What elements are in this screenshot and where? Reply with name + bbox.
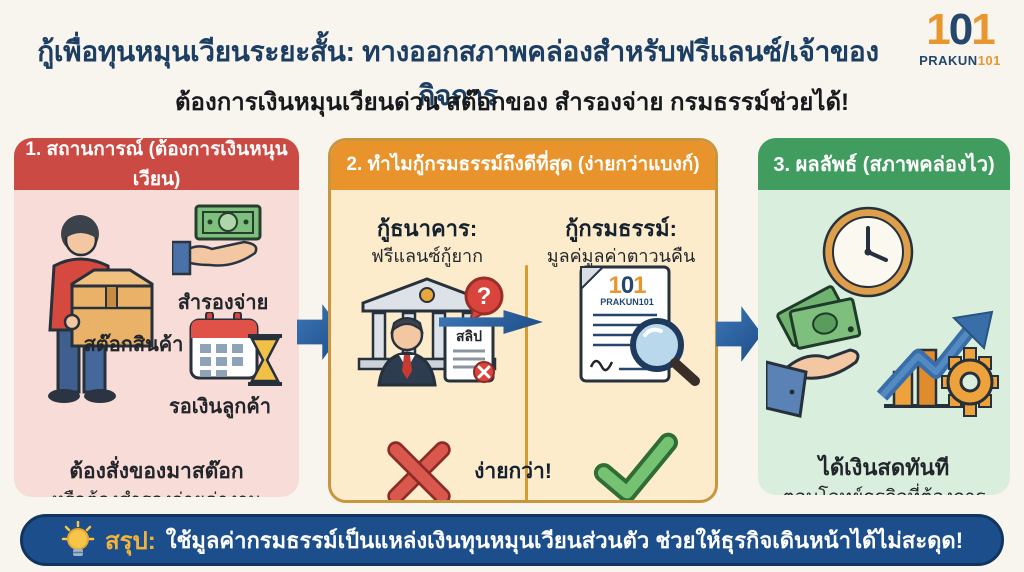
label-stock-goods: สต๊อกสินค้า [83,334,184,356]
panel-why-policy-loan: 2. ทำไมกู้กรมธรรม์ถึงดีที่สุด (ง่ายกว่าแ… [328,138,718,503]
gear-icon [941,347,999,417]
summary-text: ใช้มูลค่ากรมธรรม์เป็นแหล่งเงินทุนหมุนเวี… [165,527,964,553]
cash-in-hand-icon [172,204,262,276]
panel-situation: 1. สถานการณ์ (ต้องการเงินหนุนเวียน) [14,138,299,497]
bank-loan-subtitle: ฟรีแลนซ์กู้ยาก [370,246,484,266]
svg-text:101: 101 [608,272,646,299]
policy-document-icon: 101 PRAKUN101 [579,265,700,386]
policy-pro-line1: ไม่ดูสลิป ไม่ดู Statement [527,501,715,503]
panel-result: 3. ผลลัพธ์ (สภาพคล่องไว) [758,138,1010,495]
result-caption-line1: ตอบโจทย์ธุรกิจที่ต้องการ [758,485,1010,495]
policy-loan-title: กู้กรมธรรม์: [565,216,677,241]
panel-result-header: 3. ผลลัพธ์ (สภาพคล่องไว) [758,138,1010,190]
bank-con-caption: ฟรีแลนซ์กู้ยาก ไม่มีสลิปเงินเดือน [331,501,523,503]
bank-loan-title: กู้ธนาคาร: [376,216,478,241]
bank-rejection-icon: สลิป ? [357,276,504,387]
situation-caption: ต้องสั่งของมาสต๊อก หรือต้องสำรองจ่ายค่าง… [14,455,299,497]
summary-label: สรุป: [104,527,156,555]
flow-arrow-2-icon [716,306,762,362]
bank-con-line1: ฟรีแลนซ์กู้ยาก [331,501,523,503]
logo-digits: 101 [926,5,995,54]
situation-caption-line1: หรือต้องสำรองจ่ายค่างาน [14,488,299,497]
column-divider [525,265,528,500]
panel-result-body: ได้เงินสดทันที ตอบโจทย์ธุรกิจที่ต้องการ … [758,190,1010,495]
panel-situation-header: 1. สถานการณ์ (ต้องการเงินหนุนเวียน) [14,138,299,190]
svg-text:สลิป: สลิป [456,328,482,344]
lightbulb-icon [61,521,95,556]
easier-label: ง่ายกว่า! [474,460,552,483]
svg-text:?: ? [477,283,492,310]
policy-pro-caption: ไม่ดูสลิป ไม่ดู Statement ดูแค่มูลค่าเวน… [527,501,715,503]
red-cross-icon [387,441,451,500]
panel-why-header: 2. ทำไมกู้กรมธรรม์ถึงดีที่สุด (ง่ายกว่าแ… [331,141,715,190]
page-title: กู้เพื่อทุนหมุนเวียนระยะสั้น: ทางออกสภาพ… [37,36,879,111]
summary-bar: สรุป: ใช้มูลค่ากรมธรรม์เป็นแหล่งเงินทุนห… [20,514,1004,566]
policy-loan-subtitle: มูลค่มูลค่าตาวนคืน [546,246,696,266]
logo-wordmark: PRAKUN101 [919,53,1001,68]
panel-situation-body: สำรองจ่าย สต๊อกสินค้า รอเงินลูกค้า ต้องส… [14,190,299,497]
calendar-hourglass-icon [189,312,282,386]
result-caption: ได้เงินสดทันที ตอบโจทย์ธุรกิจที่ต้องการ … [758,450,1010,495]
prakun101-logo: 101 PRAKUN101 [910,5,1010,68]
person-carrying-box-icon [48,215,154,403]
result-caption-bold: ได้เงินสดทันที [818,455,950,480]
svg-text:PRAKUN101: PRAKUN101 [600,297,654,307]
label-wait-customer-money: รอเงินลูกค้า [168,396,271,418]
panel-why-body: กู้ธนาคาร: ฟรีแลนซ์กู้ยาก กู้กรมธรรม์: ม… [331,193,715,500]
situation-caption-bold: ต้องสั่งของมาสต๊อก [69,460,244,483]
page-subtitle: ต้องการเงินหมุนเวียนด่วน สต๊อกของ สำรองจ… [174,89,850,116]
instant-cash-growth-icon [766,206,999,418]
label-reserve-payment: สำรองจ่าย [177,292,269,314]
green-check-icon [593,432,678,500]
